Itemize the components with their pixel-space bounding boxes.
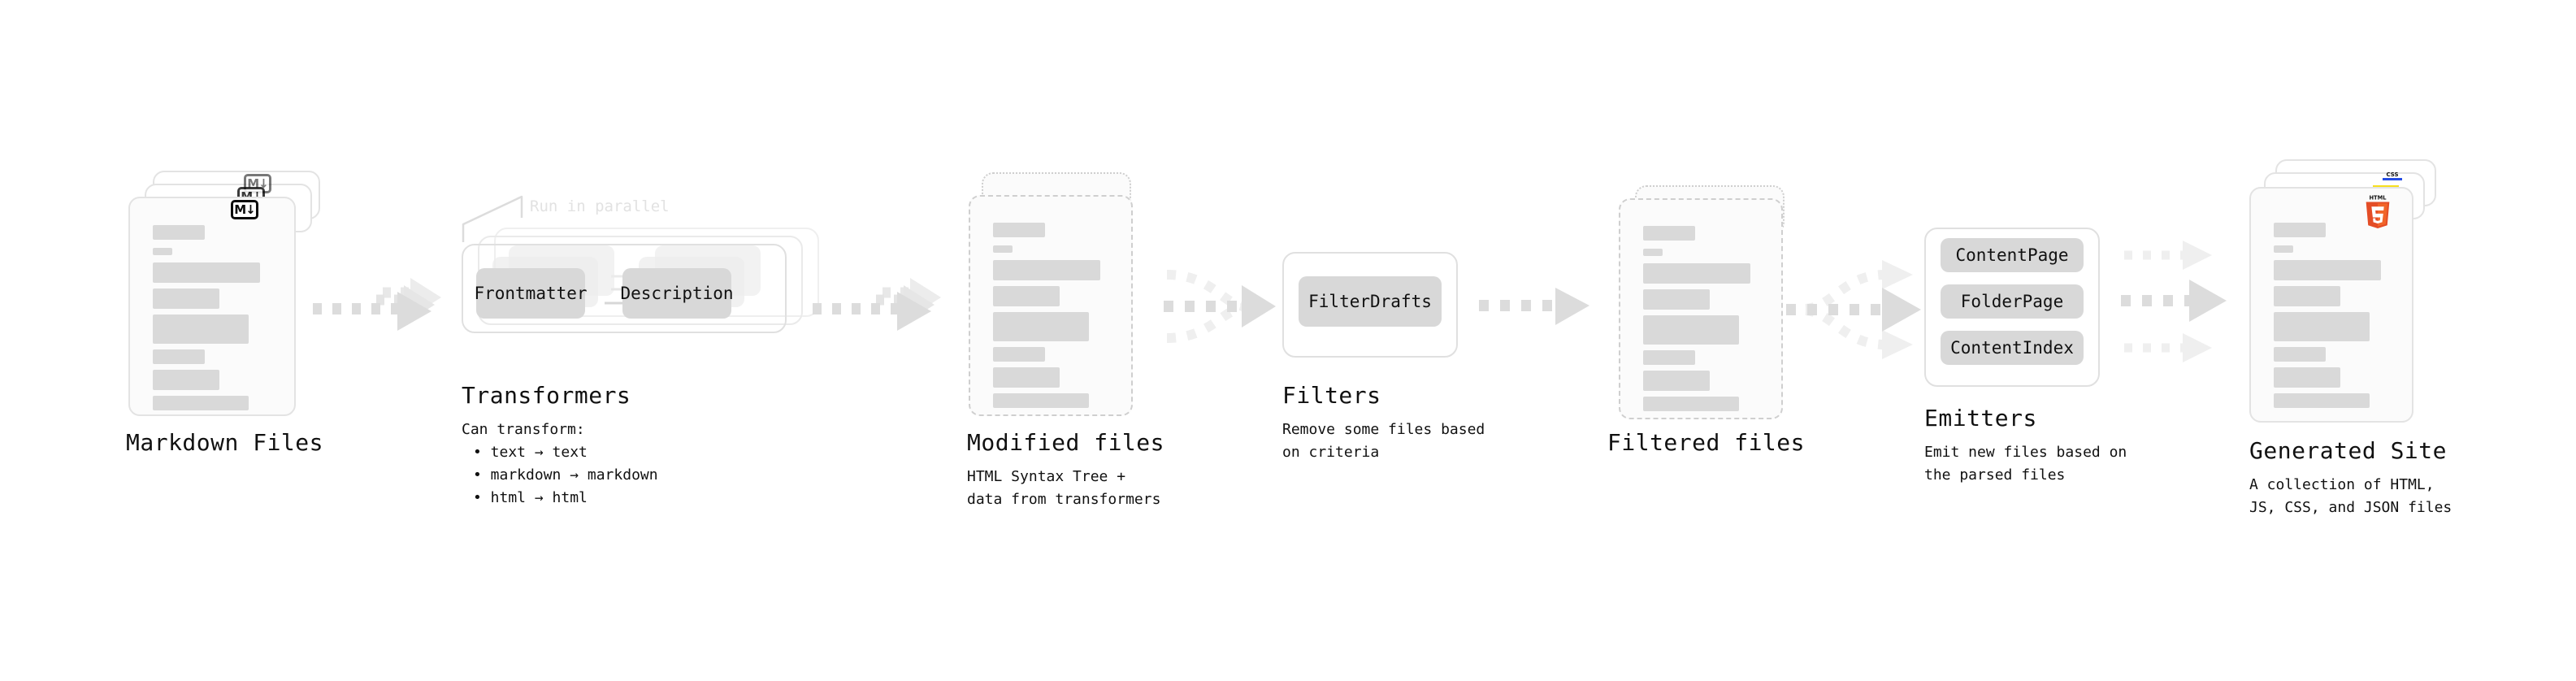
emitters-subtitle: Emit new files based on the parsed files <box>1924 444 2127 484</box>
html5-icon: HTML <box>2366 195 2390 229</box>
chip-contentpage-label: ContentPage <box>1955 245 2069 265</box>
skeleton-bar <box>153 370 219 390</box>
skeleton-bar <box>153 314 249 344</box>
chip-description[interactable]: Description <box>620 268 734 319</box>
skeleton-bar <box>153 349 205 364</box>
svg-text:HTML: HTML <box>2369 195 2387 202</box>
transformers-title: Transformers <box>462 382 631 409</box>
markdown-files-title: Markdown Files <box>126 429 324 456</box>
chip-contentpage[interactable]: ContentPage <box>1941 238 2084 272</box>
connector-modified-to-filters <box>1164 270 1276 343</box>
skeleton-bar <box>993 223 1045 237</box>
skeleton-bar <box>1643 315 1739 345</box>
skeleton-bar <box>1643 397 1739 411</box>
transformers-bullet-0: • text → text <box>473 444 588 461</box>
markdown-card-front <box>128 197 296 416</box>
connector-filters-to-filtered <box>1479 288 1589 325</box>
skeleton-bar <box>2274 245 2293 253</box>
connector-filtered-to-emitters <box>1786 260 1921 359</box>
chip-frontmatter-label: Frontmatter <box>474 284 588 303</box>
skeleton-bar <box>993 260 1100 280</box>
chip-folderpage-label: FolderPage <box>1960 292 2064 311</box>
css-icon: CSS <box>2383 171 2402 180</box>
skeleton-bar <box>2274 347 2326 362</box>
emitters-title: Emitters <box>1924 405 2037 432</box>
skeleton-bar <box>1643 263 1750 284</box>
modified-files-title: Modified files <box>967 429 1165 456</box>
skeleton-bar <box>2274 223 2326 237</box>
skeleton-bar <box>1643 371 1710 391</box>
site-card-front <box>2249 187 2413 423</box>
skeleton-bar <box>2274 260 2381 280</box>
emitters-group <box>1924 228 2100 387</box>
filters-title: Filters <box>1282 382 1381 409</box>
skeleton-bar <box>2274 312 2370 341</box>
skeleton-bar <box>153 225 205 240</box>
run-in-parallel-bracket <box>462 195 523 242</box>
skeleton-bar <box>153 262 260 283</box>
skeleton-bar <box>993 286 1060 306</box>
skeleton-bar <box>993 245 1013 253</box>
chip-contentindex[interactable]: ContentIndex <box>1941 331 2084 365</box>
connector-transformers-to-modified <box>813 278 941 331</box>
generated-site-subtitle: A collection of HTML, JS, CSS, and JSON … <box>2249 476 2452 516</box>
connector-markdown-to-transformers <box>313 278 441 331</box>
skeleton-bar <box>2274 286 2340 306</box>
markdown-icon-back-label: M↓ <box>247 176 268 191</box>
modified-files-subtitle: HTML Syntax Tree + data from transformer… <box>967 468 1161 508</box>
skeleton-bar <box>1643 289 1710 310</box>
chip-filterdrafts[interactable]: FilterDrafts <box>1299 276 1442 327</box>
skeleton-bar <box>993 367 1060 388</box>
markdown-icon: M↓ <box>231 200 258 219</box>
transformers-bullet-2: • html → html <box>473 489 588 506</box>
chip-frontmatter[interactable]: Frontmatter <box>474 268 588 319</box>
transformers-intro: Can transform: <box>462 421 585 438</box>
skeleton-bar <box>153 396 249 410</box>
chip-filterdrafts-label: FilterDrafts <box>1308 292 1432 311</box>
skeleton-bar <box>993 347 1045 362</box>
connector-emitters-to-site <box>2121 241 2227 362</box>
markdown-icon-label: M↓ <box>234 202 255 217</box>
filtered-card-front <box>1619 198 1783 419</box>
skeleton-bar <box>993 393 1089 408</box>
skeleton-bar <box>1643 350 1695 365</box>
filtered-files-title: Filtered files <box>1607 429 1806 456</box>
run-in-parallel-note: Run in parallel <box>530 197 670 215</box>
svg-text:CSS: CSS <box>2386 171 2398 178</box>
filters-group <box>1282 252 1458 358</box>
chip-folderpage[interactable]: FolderPage <box>1941 284 2084 319</box>
modified-card-front <box>969 195 1133 416</box>
chip-description-label: Description <box>620 284 734 303</box>
skeleton-bar <box>153 248 172 255</box>
filters-subtitle: Remove some files based on criteria <box>1282 421 1485 461</box>
skeleton-bar <box>1643 249 1663 256</box>
chip-contentindex-label: ContentIndex <box>1950 338 2074 358</box>
transformers-bullet-1: • markdown → markdown <box>473 466 658 484</box>
skeleton-bar <box>2274 393 2370 408</box>
generated-site-title: Generated Site <box>2249 437 2448 464</box>
skeleton-bar <box>993 312 1089 341</box>
skeleton-bar <box>2274 367 2340 388</box>
transformers-group-front <box>462 244 787 333</box>
skeleton-bar <box>153 288 219 309</box>
skeleton-bar <box>1643 226 1695 241</box>
